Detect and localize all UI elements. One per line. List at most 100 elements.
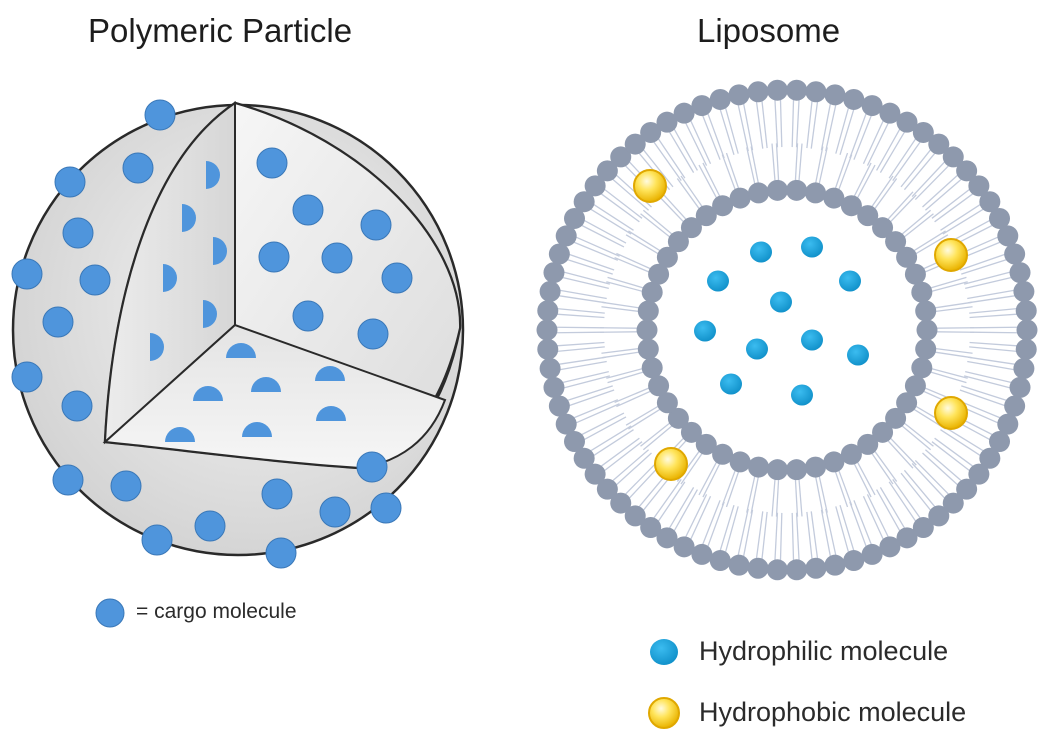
lipid-head [563,431,585,453]
hydrophobic-molecule [654,447,688,481]
lipid-tail [820,103,832,151]
lipid-head [997,413,1019,435]
lipid-tail [698,164,718,199]
cargo-molecule [42,306,74,338]
hydrophilic-molecule [707,270,729,292]
lipid-tail [742,103,754,151]
lipid-head [823,187,845,209]
lipid-tail [642,148,674,188]
lipid-tail [676,178,701,210]
lipid-tail [959,253,1006,271]
lipid-head [786,559,808,581]
lipid-head [747,81,769,103]
lipid-tail [668,131,695,173]
lipid-tail [719,108,735,156]
lipid-head [637,300,659,322]
lipid-head [691,95,713,117]
lipid-head [1013,281,1035,303]
lipid-tail [589,208,632,235]
hydrophilic-molecule [847,344,869,366]
lipid-tail [600,192,640,223]
lipid-tail [707,501,725,548]
lipid-tail [900,472,932,512]
cargo-molecule [54,166,86,198]
lipid-tail [556,313,605,319]
lipid-tail [835,107,850,154]
lipid-tail [839,504,855,552]
liposome-molecules [633,169,968,481]
lipid-tail [889,194,917,223]
lipid-tail [795,99,800,148]
lipid-head [729,451,751,473]
hydrophilic-molecule [770,291,792,313]
lipid-tail [640,213,671,238]
lipid-tail [774,512,779,561]
lipid-head [748,182,770,204]
cargo-molecule [265,537,297,569]
lipid-head [766,459,788,481]
cargo-molecule-half [316,406,346,421]
liposome-title: Liposome [697,12,841,49]
lipid-tail [601,301,640,309]
lipid-head [942,146,964,168]
lipid-tail [592,203,634,231]
lipid-tail [614,256,650,273]
lipid-tail [818,475,828,513]
lipid-tail [963,375,1011,389]
lipid-tail [820,509,832,557]
lipid-tail [657,137,686,179]
lipid-head [709,550,731,572]
lipid-tail [930,367,968,379]
lipid-tail [901,209,932,236]
lipid-tail [806,511,813,560]
lipid-tail [568,389,615,407]
lipid-tails [556,99,1018,561]
lipid-head [640,517,662,539]
lipid-tail [942,208,985,235]
lipid-tail [853,500,873,546]
cargo-molecule [258,241,290,273]
lipid-head [1015,338,1037,360]
lipid-tail [914,234,949,255]
cargo-molecule-half [315,366,345,381]
lipid-tail [615,452,652,486]
hydrophilic-molecule [801,329,823,351]
lipid-head [896,246,918,268]
lipid-head [539,281,561,303]
lipid-tail [856,461,876,496]
lipid-head [641,281,663,303]
lipid-tail [806,100,813,149]
lipid-head [1016,319,1038,341]
lipid-tail [642,209,673,236]
lipid-head [823,451,845,473]
lipid-tail [601,351,640,359]
lipid-tail [963,271,1011,285]
lipid-tail [707,112,725,159]
lipid-head [728,84,750,106]
lipid-head [1015,300,1037,322]
lipid-tail [583,219,627,244]
lipid-head [548,243,570,265]
lipid-tail [888,481,917,523]
lipid-tail [719,504,735,552]
cargo-molecule [61,390,93,422]
lipid-tail [969,326,1018,329]
lipid-head [648,263,670,285]
lipid-head [636,319,658,341]
lipid-head [1004,243,1026,265]
lipid-head [656,392,678,414]
lipid-head [843,550,865,572]
lipid-tail [566,258,613,275]
cargo-molecule [356,451,388,483]
lipid-tail [795,512,800,561]
cargo-molecule-half [203,300,217,328]
lipid-tail [922,174,959,208]
lipid-tail [775,143,780,182]
lipid-tail [556,341,605,347]
lipid-head [805,557,827,579]
lipid-tail [684,494,708,538]
lipid-head [805,81,827,103]
cargo-molecule-half [182,204,196,232]
cargo-molecule-half [213,237,227,265]
lipid-head [695,205,717,227]
